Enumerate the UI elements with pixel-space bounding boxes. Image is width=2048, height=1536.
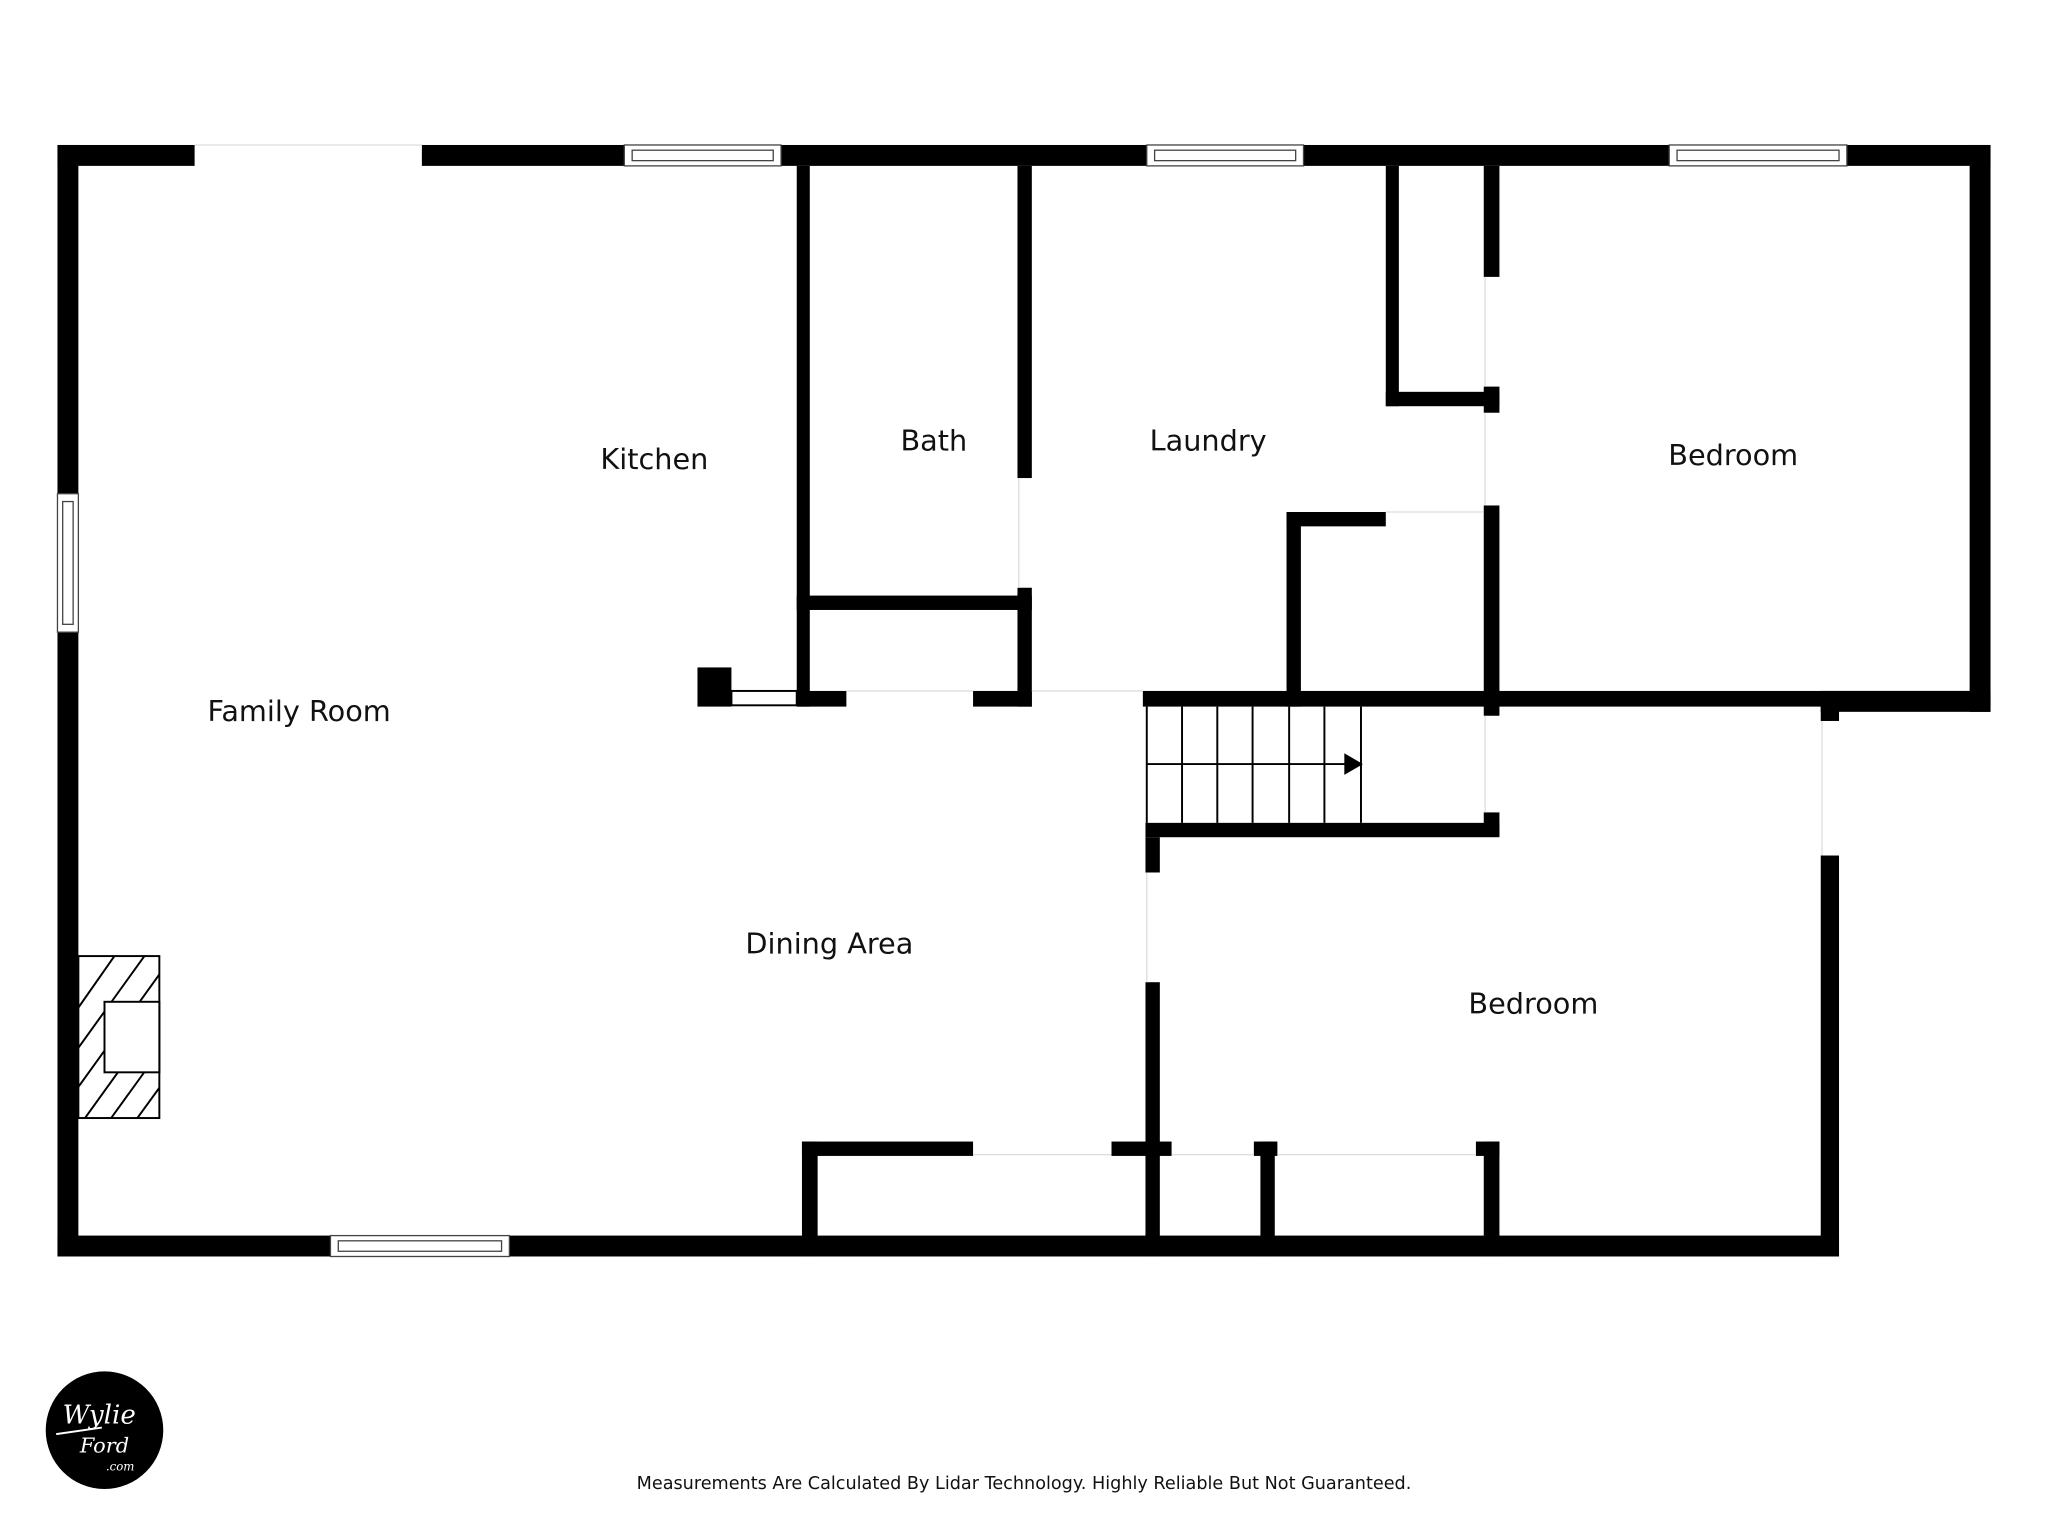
window-top-laundry xyxy=(1146,144,1305,167)
window-left-family xyxy=(56,493,80,633)
door-openings xyxy=(194,144,1823,1156)
svg-text:Wylie: Wylie xyxy=(63,1401,136,1431)
wylie-ford-logo: Wylie Ford .com xyxy=(45,1371,164,1489)
room-label-family-room: Family Room xyxy=(207,694,390,728)
window-bottom-family xyxy=(329,1234,511,1258)
room-label-bath: Bath xyxy=(900,424,967,458)
staircase xyxy=(1145,706,1363,823)
room-labels: Kitchen Bath Laundry Bedroom Family Room… xyxy=(207,424,1798,1021)
window-top-kitchen xyxy=(623,144,782,167)
room-label-laundry: Laundry xyxy=(1150,424,1267,458)
walls xyxy=(57,144,1991,1257)
window-top-bedroom xyxy=(1668,144,1848,167)
room-label-kitchen: Kitchen xyxy=(600,442,708,476)
footer-disclaimer: Measurements Are Calculated By Lidar Tec… xyxy=(637,1474,1412,1494)
svg-text:Ford: Ford xyxy=(79,1433,129,1457)
fireplace xyxy=(77,955,161,1120)
room-label-bedroom-upper: Bedroom xyxy=(1668,438,1798,472)
stair-direction-arrow-icon xyxy=(1344,753,1363,775)
room-label-bedroom-lower: Bedroom xyxy=(1468,987,1598,1021)
room-label-dining-area: Dining Area xyxy=(745,926,913,960)
svg-text:.com: .com xyxy=(106,1460,135,1474)
windows xyxy=(56,144,1848,1258)
